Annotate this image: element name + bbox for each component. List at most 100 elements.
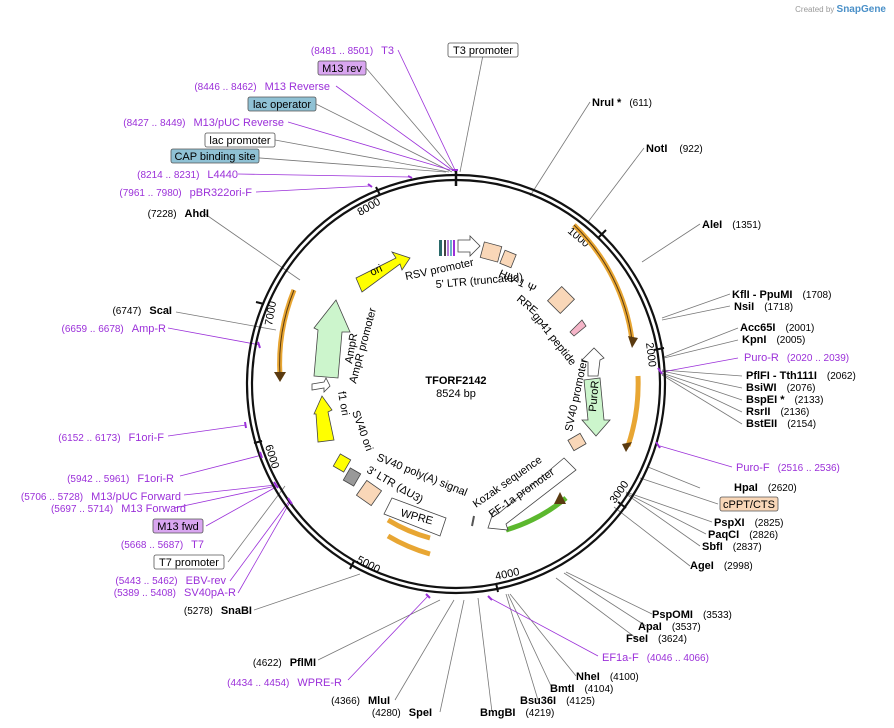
box-lac-operator: lac operator — [247, 96, 317, 112]
box-t3-promoter: T3 promoter — [447, 42, 519, 58]
puror-arrow — [581, 377, 611, 437]
ef1a-promoter-arrow — [487, 457, 577, 531]
primer-pbr322ori-f: (7961 .. 7980)pBR322ori-F — [119, 187, 252, 199]
ori-arrow — [355, 251, 411, 293]
gp41-arrow — [569, 319, 587, 337]
kozak-mark — [471, 515, 475, 527]
arc-arrowhead-3 — [274, 372, 286, 382]
site-nrui: NruI *(611) — [592, 97, 652, 109]
primer-ticks — [244, 169, 663, 601]
site-pspxi: PspXI(2825) — [714, 517, 783, 529]
primer-m13puc-forward: (5706 .. 5728)M13/pUC Forward — [21, 491, 181, 503]
site-apai: ApaI(3537) — [638, 621, 701, 633]
inner-features — [311, 235, 611, 537]
site-bsteii: BstEII(2154) — [746, 418, 816, 430]
box-lac-promoter: lac promoter — [204, 132, 276, 148]
primer-l4440: (8214 .. 8231)L4440 — [137, 169, 238, 181]
site-paqci: PaqCI(2826) — [708, 529, 778, 541]
primer-amp-r: (6659 .. 6678)Amp-R — [62, 323, 167, 335]
svg-text:M13 rev: M13 rev — [322, 63, 362, 75]
box-t7-promoter: T7 promoter — [153, 554, 225, 570]
box-cppt-cts: cPPT/CTS — [719, 496, 779, 512]
primer-f1ori-r: (5942 .. 5961)F1ori-R — [67, 473, 174, 485]
tick-marks — [253, 186, 665, 593]
svg-text:cPPT/CTS: cPPT/CTS — [723, 499, 775, 511]
feature-label-ori: ori — [368, 263, 384, 279]
arc-arrowheads — [274, 336, 638, 504]
primer-m13puc-reverse: (8427 .. 8449)M13/pUC Reverse — [123, 117, 284, 129]
orange-arc-4 — [386, 517, 431, 541]
site-bmti: BmtI(4104) — [550, 683, 613, 695]
top-marker-3 — [447, 240, 449, 256]
site-bsiwi: BsiWI(2076) — [746, 382, 815, 394]
svg-text:CAP binding site: CAP binding site — [174, 151, 255, 163]
svg-text:lac promoter: lac promoter — [209, 135, 270, 147]
site-rsrii: RsrII(2136) — [746, 406, 809, 418]
primer-t3: (8481 .. 8501)T3 — [311, 45, 394, 57]
backbone — [245, 171, 667, 595]
plasmid-size: 8524 bp — [436, 388, 476, 400]
plasmid-name: TFORF2142 — [425, 375, 486, 387]
site-scai: (6747)ScaI — [112, 305, 172, 317]
site-bmgbi: BmgBI(4219) — [480, 707, 554, 719]
primer-wpre-r: (4434 .. 4454)WPRE-R — [227, 677, 342, 689]
sv40-ori-box — [332, 453, 352, 473]
backbone-arc-outlines — [279, 224, 633, 377]
primer-ef1a-f: EF1a-F(4046 .. 4066) — [602, 652, 709, 664]
box-m13-rev: M13 rev — [317, 60, 367, 76]
primer-f1ori-f: (6152 .. 6173)F1ori-F — [58, 432, 164, 444]
f1-ori-arrow — [313, 395, 335, 443]
watermark-prefix: Created by — [795, 5, 835, 14]
site-kfli-ppumi: KflI - PpuMI(1708) — [732, 289, 831, 301]
ampr-promoter-arrow — [311, 377, 331, 393]
feature-label-sv40-ori: SV40 ori — [349, 409, 375, 453]
top-marker-2 — [444, 240, 446, 256]
primer-sv40pa-r: (5389 .. 5408)SV40pA-R — [114, 587, 236, 599]
rsv-promoter-arrow — [457, 235, 481, 257]
orange-arc-5 — [386, 533, 431, 557]
arc-arrowhead-4 — [554, 492, 566, 504]
leader-lines — [175, 49, 743, 713]
site-acc65i: Acc65I(2001) — [740, 322, 814, 334]
svg-text:T3 promoter: T3 promoter — [453, 45, 513, 57]
feature-label-puror: PuroR — [587, 380, 602, 412]
feature-label-ampr: AmpR — [343, 332, 360, 364]
site-sbfi: SbfI(2837) — [702, 541, 762, 553]
hiv-psi-box — [499, 249, 517, 269]
site-pspomi: PspOMI(3533) — [652, 609, 732, 621]
site-noti: NotI(922) — [646, 143, 703, 155]
arc-arrowhead-2 — [622, 442, 632, 452]
top-marker-4 — [450, 240, 452, 256]
primer-m13-forward: (5697 .. 5714)M13 Forward — [51, 503, 186, 515]
primer-puro-f: Puro-F(2516 .. 2536) — [736, 462, 840, 474]
site-alei: AleI(1351) — [702, 219, 761, 231]
site-bspei: BspEI *(2133) — [746, 394, 823, 406]
snapgene-watermark: Created by SnapGene — [795, 4, 886, 15]
site-nsii: NsiI(1718) — [734, 301, 793, 313]
box-cap-binding-site: CAP binding site — [170, 148, 260, 164]
orange-arc-2 — [625, 375, 641, 447]
restriction-sites: NruI *(611) NotI(922) AleI(1351) KflI - … — [112, 97, 855, 719]
primer-m13-reverse: (8446 .. 8462)M13 Reverse — [194, 81, 330, 93]
site-fsei: FseI(3624) — [626, 633, 687, 645]
watermark-brand: SnapGene — [836, 4, 886, 15]
site-nhei: NheI(4100) — [576, 671, 639, 683]
arc-outline-3 — [279, 289, 295, 377]
site-bsu36i: Bsu36I(4125) — [520, 695, 595, 707]
svg-text:T7 promoter: T7 promoter — [159, 557, 219, 569]
grey-block — [342, 467, 362, 487]
rre-box — [546, 285, 576, 315]
box-m13-fwd: M13 fwd — [152, 518, 204, 534]
top-marker-5 — [453, 240, 455, 256]
ampr-arrow — [313, 299, 351, 379]
svg-text:lac operator: lac operator — [253, 99, 311, 111]
site-kpni: KpnI(2005) — [742, 334, 805, 346]
tick-label-7000: 7000 — [263, 300, 279, 326]
site-pflfi-tth111i: PflFI - Tth111I(2062) — [746, 370, 856, 382]
primer-ebv-rev: (5443 .. 5462)EBV-rev — [115, 575, 226, 587]
arc-arrowhead-1 — [628, 336, 638, 348]
ltr5-box — [479, 241, 503, 263]
sv40-promoter-arrow — [581, 347, 605, 377]
primer-t7: (5668 .. 5687)T7 — [121, 539, 204, 551]
